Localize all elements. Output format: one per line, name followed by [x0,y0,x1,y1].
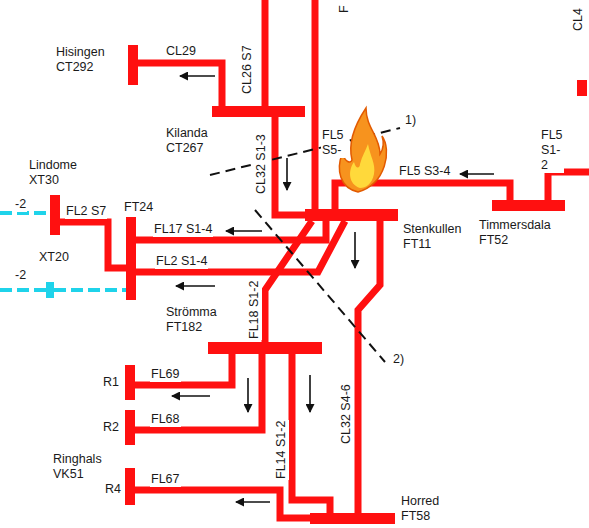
flow-arrows [172,76,494,502]
station-label: Ringhals VK51 [52,452,103,482]
busbar: Stenkullen FT11 [305,209,398,221]
power-line [135,354,232,385]
power-line [292,354,330,513]
busbar: Lindome XT30 [50,195,60,235]
busbar: R2 [125,410,135,445]
voltage-note: -2 [14,197,27,212]
busbar: Hisingen CT292 [128,45,138,85]
station-label: Horred FT58 [400,494,440,524]
flow-arrow [309,375,311,412]
power-line [275,117,305,215]
line-label: CL4 [571,7,586,32]
station-label: R2 [102,420,120,435]
busbar: FT24 [126,217,136,300]
line-label: CL29 [165,44,197,59]
flow-arrow [247,378,249,412]
callout-number: 2) [392,352,405,367]
station-label: R1 [102,375,120,390]
busbar: Timmersdala FT52 [492,200,565,211]
interconnector-line [54,288,126,292]
station-label: Timmersdala FT52 [478,218,552,248]
line-label: FL68 [150,412,181,427]
stub-lines [265,0,589,210]
line-label: FL5 S1-2 [540,128,564,173]
line-label: FL14 S1-2 [274,420,289,480]
line-label: FL18 S1-2 [247,280,262,340]
flow-arrow [286,158,288,190]
power-line [60,222,126,268]
station-label: XT20 [38,250,70,265]
flow-arrow [176,285,215,287]
station-label: Kilanda CT267 [165,126,209,156]
busbar: Ringhals VK51R4 [125,468,135,505]
callout-number: 1) [404,113,417,128]
flow-arrow [180,75,215,77]
station-label: FT24 [123,200,154,215]
busbar: XT20 [46,282,54,298]
line-label: CL32 S4-6 [339,383,354,445]
fire-symbol [339,108,386,192]
station-label: Stenkullen FT11 [402,222,462,252]
line-label: FL69 [150,367,181,382]
cut-line [255,210,385,362]
power-line [135,354,262,430]
power-line [265,221,312,342]
line-label: FL67 [150,472,181,487]
flow-arrow [460,173,494,175]
busbar: Kilanda CT267 [212,106,305,117]
busbar-stub [577,80,587,96]
flow-arrow [172,395,210,397]
line-label: CL32 S1-3 [254,133,269,195]
line-label: F [337,4,352,14]
busbar: Strömma FT182 [208,342,322,354]
line-label: FL2 S1-4 [155,254,208,269]
line-label: FL5 S5- [321,128,345,158]
station-label: Hisingen CT292 [55,45,106,75]
line-label: FL2 S7 [65,204,107,219]
station-label: Strömma FT182 [165,305,218,335]
flame-outer [339,108,386,192]
station-label: Lindome XT30 [28,158,78,188]
power-line [135,490,310,518]
power-line [358,221,380,513]
cut-lines [210,128,400,362]
busbar: R1 [125,365,135,400]
flow-arrow [236,501,270,503]
line-label: FL5 S3-4 [398,164,451,179]
flow-arrow [226,230,262,232]
flame-inner [350,144,374,188]
power-line-stub [312,0,319,210]
connector-group [54,63,510,518]
interconnector-stub [0,288,46,292]
station-label: R4 [104,482,122,497]
voltage-note: -2 [14,268,27,283]
flow-arrow [354,232,356,268]
line-label: FL17 S1-4 [153,222,213,237]
power-line [138,63,222,106]
line-label: CL26 S7 [240,44,255,95]
power-line-stub [262,0,269,107]
power-line [136,221,345,272]
busbar: Horred FT58 [310,513,395,524]
